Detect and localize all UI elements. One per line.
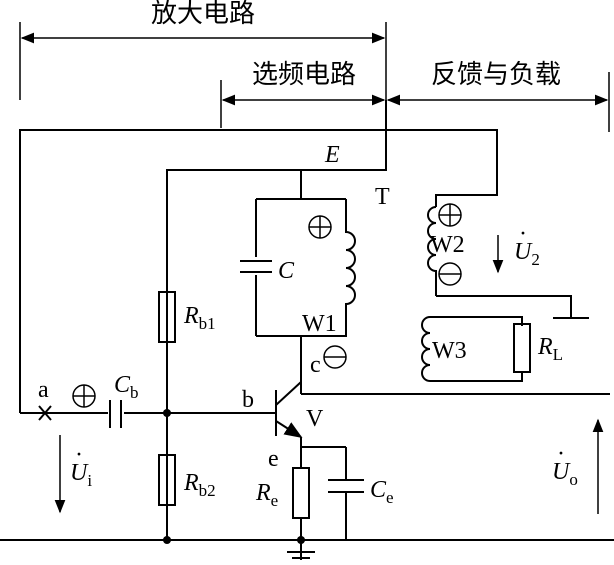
ground-junction-rb2: [163, 536, 171, 544]
feedback-wire: [19, 129, 498, 413]
resistor-Rb1-label: Rb1: [183, 303, 216, 333]
load-resistor-RL: [513, 323, 531, 373]
ground-junction-emitter: [297, 536, 305, 544]
feedback-load-span: 反馈与负载: [386, 60, 610, 132]
capacitor-Ce-label: Ce: [370, 477, 394, 507]
frequency-select-label: 选频电路: [252, 60, 356, 90]
resistor-Re: [292, 467, 310, 519]
capacitor-C-label: C: [278, 258, 295, 284]
winding-W2: W2 U2 ·: [427, 203, 589, 319]
w1-plus-icon: [308, 215, 332, 239]
resistor-Rb2-label: Rb2: [183, 470, 216, 500]
resistor-Rb2: [158, 454, 176, 506]
load-resistor-RL-label: RL: [537, 334, 563, 364]
resistor-Re-label: Re: [255, 480, 278, 510]
base-label-b: b: [242, 387, 254, 413]
supply-wire: [166, 100, 387, 413]
ui-dot-accent: ·: [75, 442, 83, 468]
capacitor-C: [240, 257, 272, 275]
capacitor-Cb-label: Cb: [114, 372, 139, 402]
inductor-W1: [301, 199, 356, 337]
winding-W3-label: W3: [432, 338, 467, 364]
inductor-W1-label: W1: [302, 311, 337, 337]
w1-minus-icon: [323, 345, 347, 369]
amplifier-span: 放大电路: [19, 0, 387, 100]
transistor-label-V: V: [306, 406, 324, 432]
cb-plus-icon: [72, 384, 96, 408]
resistor-Rb1: [158, 291, 176, 343]
capacitor-Cb: [108, 400, 124, 428]
emitter-network: Re Ce: [255, 446, 394, 560]
uo-dot-accent: ·: [557, 441, 565, 467]
emitter-label-e: e: [268, 446, 279, 472]
frequency-select-span: 选频电路: [220, 60, 386, 128]
break-point-a: a: [38, 377, 52, 421]
voltage-U2-label: U2: [514, 239, 540, 269]
winding-W2-label: W2: [430, 232, 465, 258]
collector-label-c: c: [310, 352, 321, 378]
tank-circuit: C W1: [240, 170, 356, 382]
node-label-a: a: [38, 377, 49, 403]
transformer-label-T: T: [375, 184, 390, 210]
ground-icon: [287, 551, 315, 559]
voltage-Ui-label: Ui: [70, 460, 92, 490]
voltage-Uo-label: Uo: [552, 459, 578, 489]
feedback-load-label: 反馈与负载: [431, 60, 561, 90]
supply-label-E: E: [324, 142, 340, 168]
transistor-V: b c e V: [167, 352, 610, 472]
amplifier-label: 放大电路: [151, 0, 255, 29]
winding-W3: W3 RL: [421, 316, 563, 382]
u2-dot-accent: ·: [519, 221, 527, 247]
w2-minus-icon: [438, 262, 462, 286]
w2-plus-icon: [438, 203, 462, 227]
